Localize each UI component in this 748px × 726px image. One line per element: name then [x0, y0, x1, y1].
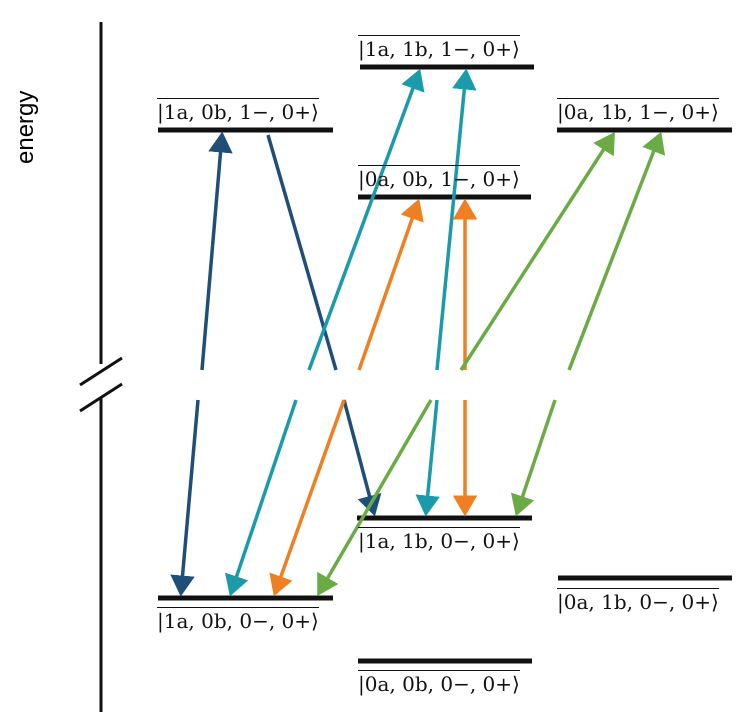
transition-teal-up-upper-a — [307, 68, 425, 371]
transition-green-up-upper-b — [567, 131, 666, 371]
state-label-0a-1b-0m-0p: |0a, 1b, 0−, 0+⟩ — [557, 588, 719, 614]
transition-dark-blue-down-to-1a1b0m — [342, 399, 382, 517]
state-label-1a-1b-0m-0p: |1a, 1b, 0−, 0+⟩ — [358, 527, 520, 553]
transition-dark-blue-down-start — [266, 134, 338, 371]
transition-dark-blue-up-upper — [200, 131, 233, 371]
state-label-1a-0b-0m-0p: |1a, 0b, 0−, 0+⟩ — [157, 607, 319, 633]
axis-break-mark-upper — [79, 356, 123, 387]
energy-axis-label: energy — [12, 90, 39, 164]
state-label-1a-1b-1m-0p: |1a, 1b, 1−, 0+⟩ — [358, 35, 520, 61]
transition-teal-down-to-1a0b0m — [224, 399, 298, 597]
transition-teal-down-to-1a1b0m — [415, 399, 440, 517]
transition-green-down-to-1a1b0m — [510, 399, 557, 517]
transition-orange-up-upper-a — [357, 198, 424, 371]
transition-dark-blue-down-to-1a0b0m — [170, 399, 200, 597]
state-label-0a-0b-0m-0p: |0a, 0b, 0−, 0+⟩ — [358, 670, 520, 696]
transition-green-down-to-1a0b0m — [317, 399, 433, 597]
transition-green-up-upper-a — [459, 132, 615, 371]
axis-break-mark-lower — [79, 382, 123, 413]
state-label-1a-0b-1m-0p: |1a, 0b, 1−, 0+⟩ — [157, 98, 319, 124]
state-label-0a-0b-1m-0p: |0a, 0b, 1−, 0+⟩ — [358, 165, 520, 191]
transition-orange-down-to-1a0b0m — [269, 399, 346, 597]
transition-teal-up-upper-b — [435, 68, 477, 371]
state-label-0a-1b-1m-0p: |0a, 1b, 1−, 0+⟩ — [557, 98, 719, 124]
